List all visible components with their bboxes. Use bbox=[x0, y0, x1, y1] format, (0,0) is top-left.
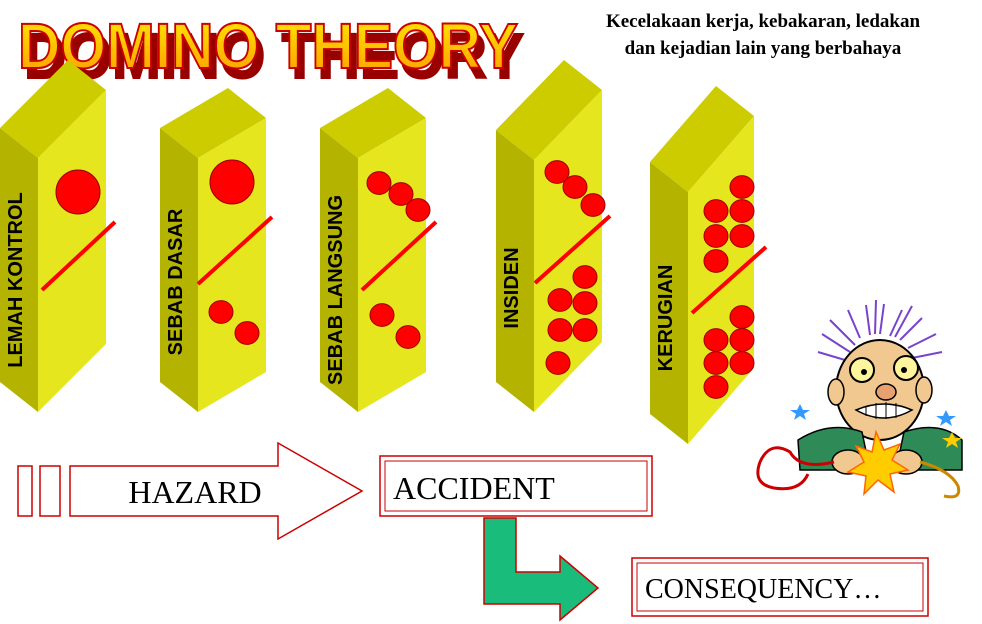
domino-top bbox=[0, 60, 106, 158]
domino-dot bbox=[572, 291, 598, 315]
domino-dot bbox=[572, 318, 598, 342]
domino-dot bbox=[405, 198, 431, 222]
domino-dot bbox=[729, 351, 755, 375]
domino-top bbox=[160, 88, 266, 158]
domino: KERUGIAN bbox=[650, 86, 768, 444]
domino-side bbox=[160, 128, 198, 412]
domino-divider bbox=[690, 245, 768, 315]
domino-dot bbox=[703, 375, 729, 399]
domino-dot bbox=[729, 224, 755, 248]
flow: HAZARD ACCIDENT CONSEQUENCY… bbox=[17, 441, 929, 622]
domino-top bbox=[496, 60, 602, 160]
domino-divider bbox=[360, 220, 438, 292]
domino: SEBAB DASAR bbox=[160, 88, 274, 412]
domino-dot bbox=[703, 328, 729, 352]
domino-label: SEBAB DASAR bbox=[165, 208, 187, 355]
domino-dot bbox=[388, 182, 414, 206]
domino-dot bbox=[234, 321, 260, 345]
domino-top bbox=[320, 88, 426, 158]
domino-dot bbox=[369, 303, 395, 327]
domino-divider bbox=[533, 214, 612, 285]
domino-side bbox=[496, 130, 534, 412]
domino-side bbox=[0, 128, 38, 412]
accident-box bbox=[379, 455, 653, 517]
domino-dot bbox=[547, 288, 573, 312]
domino-dot bbox=[572, 265, 598, 289]
domino-dot bbox=[729, 175, 755, 199]
domino-dot bbox=[562, 175, 588, 199]
domino-dot bbox=[547, 318, 573, 342]
consequency-box-inner bbox=[636, 562, 924, 612]
domino-label: LEMAH KONTROL bbox=[5, 192, 27, 368]
domino-label: KERUGIAN bbox=[655, 265, 677, 372]
domino-dot bbox=[703, 351, 729, 375]
domino-dot bbox=[55, 169, 101, 215]
domino-side bbox=[650, 162, 688, 444]
domino-label: SEBAB LANGSUNG bbox=[325, 195, 347, 385]
hazard-label: HAZARD bbox=[128, 474, 261, 510]
domino-dot bbox=[208, 300, 234, 324]
domino-dot bbox=[729, 328, 755, 352]
domino-dot bbox=[703, 249, 729, 273]
accident-label: ACCIDENT bbox=[393, 470, 555, 506]
domino: LEMAH KONTROL bbox=[0, 60, 117, 412]
domino-dot bbox=[395, 325, 421, 349]
domino-dot bbox=[703, 199, 729, 223]
domino-divider bbox=[40, 220, 117, 292]
subtitle-line-2: dan kejadian lain yang berbahaya bbox=[624, 38, 902, 59]
domino-dot bbox=[545, 351, 571, 375]
domino-label: INSIDEN bbox=[501, 247, 523, 328]
domino-dot bbox=[580, 193, 606, 217]
domino-dot bbox=[729, 305, 755, 329]
domino-face bbox=[38, 90, 106, 412]
domino: SEBAB LANGSUNG bbox=[320, 88, 438, 412]
domino-dot bbox=[729, 199, 755, 223]
hazard-tail-bar bbox=[17, 465, 33, 517]
bent-arrow bbox=[483, 517, 600, 622]
domino: INSIDEN bbox=[496, 60, 612, 412]
domino-dot bbox=[703, 224, 729, 248]
domino-dot bbox=[209, 159, 255, 205]
domino-top bbox=[650, 86, 754, 192]
accident-box-inner bbox=[384, 460, 648, 512]
subtitle-line-1: Kecelakaan kerja, kebakaran, ledakan bbox=[605, 11, 921, 32]
title-shadow: DOMINO THEORY bbox=[24, 20, 524, 92]
consequency-box bbox=[631, 557, 929, 617]
title: DOMINO THEORY DOMINO THEORY bbox=[17, 9, 525, 93]
subtitle: Kecelakaan kerja, kebakaran, ledakan dan… bbox=[548, 8, 978, 62]
domino-dot bbox=[544, 160, 570, 184]
dominoes: LEMAH KONTROL SEBAB DASAR SEBAB LANGSUNG IN… bbox=[0, 60, 768, 444]
domino-divider bbox=[196, 215, 274, 286]
hazard-arrow bbox=[69, 441, 364, 541]
domino-side bbox=[320, 128, 358, 412]
hazard-tail-bar bbox=[39, 465, 61, 517]
domino-dot bbox=[366, 171, 392, 195]
page-title: DOMINO THEORY bbox=[18, 10, 518, 82]
shocked-person-icon bbox=[756, 299, 963, 499]
consequency-label: CONSEQUENCY… bbox=[645, 574, 881, 605]
